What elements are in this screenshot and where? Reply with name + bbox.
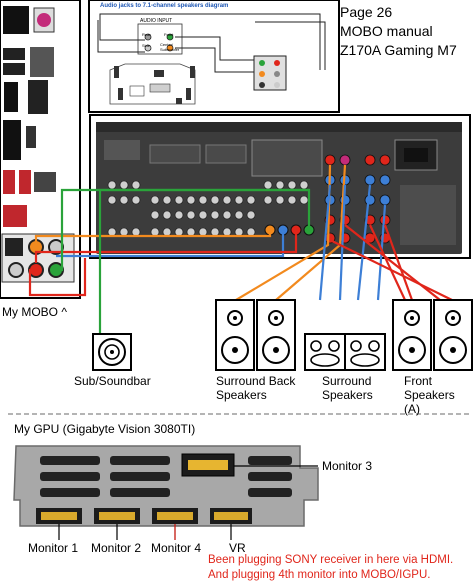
sub-label: Sub/Soundbar xyxy=(74,374,151,388)
vr-label: VR xyxy=(229,541,246,555)
board-model: Z170A Gaming M7 xyxy=(340,42,457,58)
front-speaker-left-icon xyxy=(392,299,432,371)
monitor2-label: Monitor 2 xyxy=(91,541,142,555)
surround-speaker-right-icon xyxy=(344,333,386,371)
monitor3-label: Monitor 3 xyxy=(322,459,373,473)
diagram-title: Audio jacks to 7.1-channel speakers diag… xyxy=(100,3,229,9)
manual-name: MOBO manual xyxy=(340,23,433,39)
page-reference: Page 26 MOBO manual Z170A Gaming M7 xyxy=(340,3,470,63)
surround-speaker-left-icon xyxy=(304,333,346,371)
audio-input-heading: AUDIO INPUT xyxy=(140,18,173,24)
front-label: Front Speakers (A) xyxy=(404,374,455,416)
subwoofer-icon xyxy=(92,333,132,371)
sony-receiver xyxy=(96,122,462,254)
audio-input-front: Front xyxy=(164,32,174,37)
mobo-io-panel xyxy=(0,0,81,299)
surround-back-label: Surround Back Speakers xyxy=(216,374,296,402)
surround-back-speaker-right-icon xyxy=(256,299,296,371)
monitor1-label: Monitor 1 xyxy=(28,541,79,555)
audio-input-rear: Rear xyxy=(142,32,151,37)
mobo-label: My MOBO ^ xyxy=(2,305,67,319)
audio-input-side: Side xyxy=(142,43,151,48)
cables xyxy=(28,164,453,335)
front-speaker-right-icon xyxy=(433,299,473,371)
audio-input-center: Center/ Subwoofer xyxy=(160,42,180,52)
note-line-2: And plugging 4th monitor into MOBO/IGPU. xyxy=(208,569,431,581)
monitor4-label: Monitor 4 xyxy=(151,541,202,555)
gpu-title: My GPU (Gigabyte Vision 3080TI) xyxy=(14,422,196,436)
surround-label: Surround Speakers xyxy=(322,374,373,402)
note-line-1: Been plugging SONY receiver in here via … xyxy=(208,554,454,566)
surround-back-speaker-left-icon xyxy=(215,299,255,371)
manual-diagram xyxy=(88,0,340,113)
gpu-bracket xyxy=(13,445,319,527)
page-number: Page 26 xyxy=(340,4,393,20)
